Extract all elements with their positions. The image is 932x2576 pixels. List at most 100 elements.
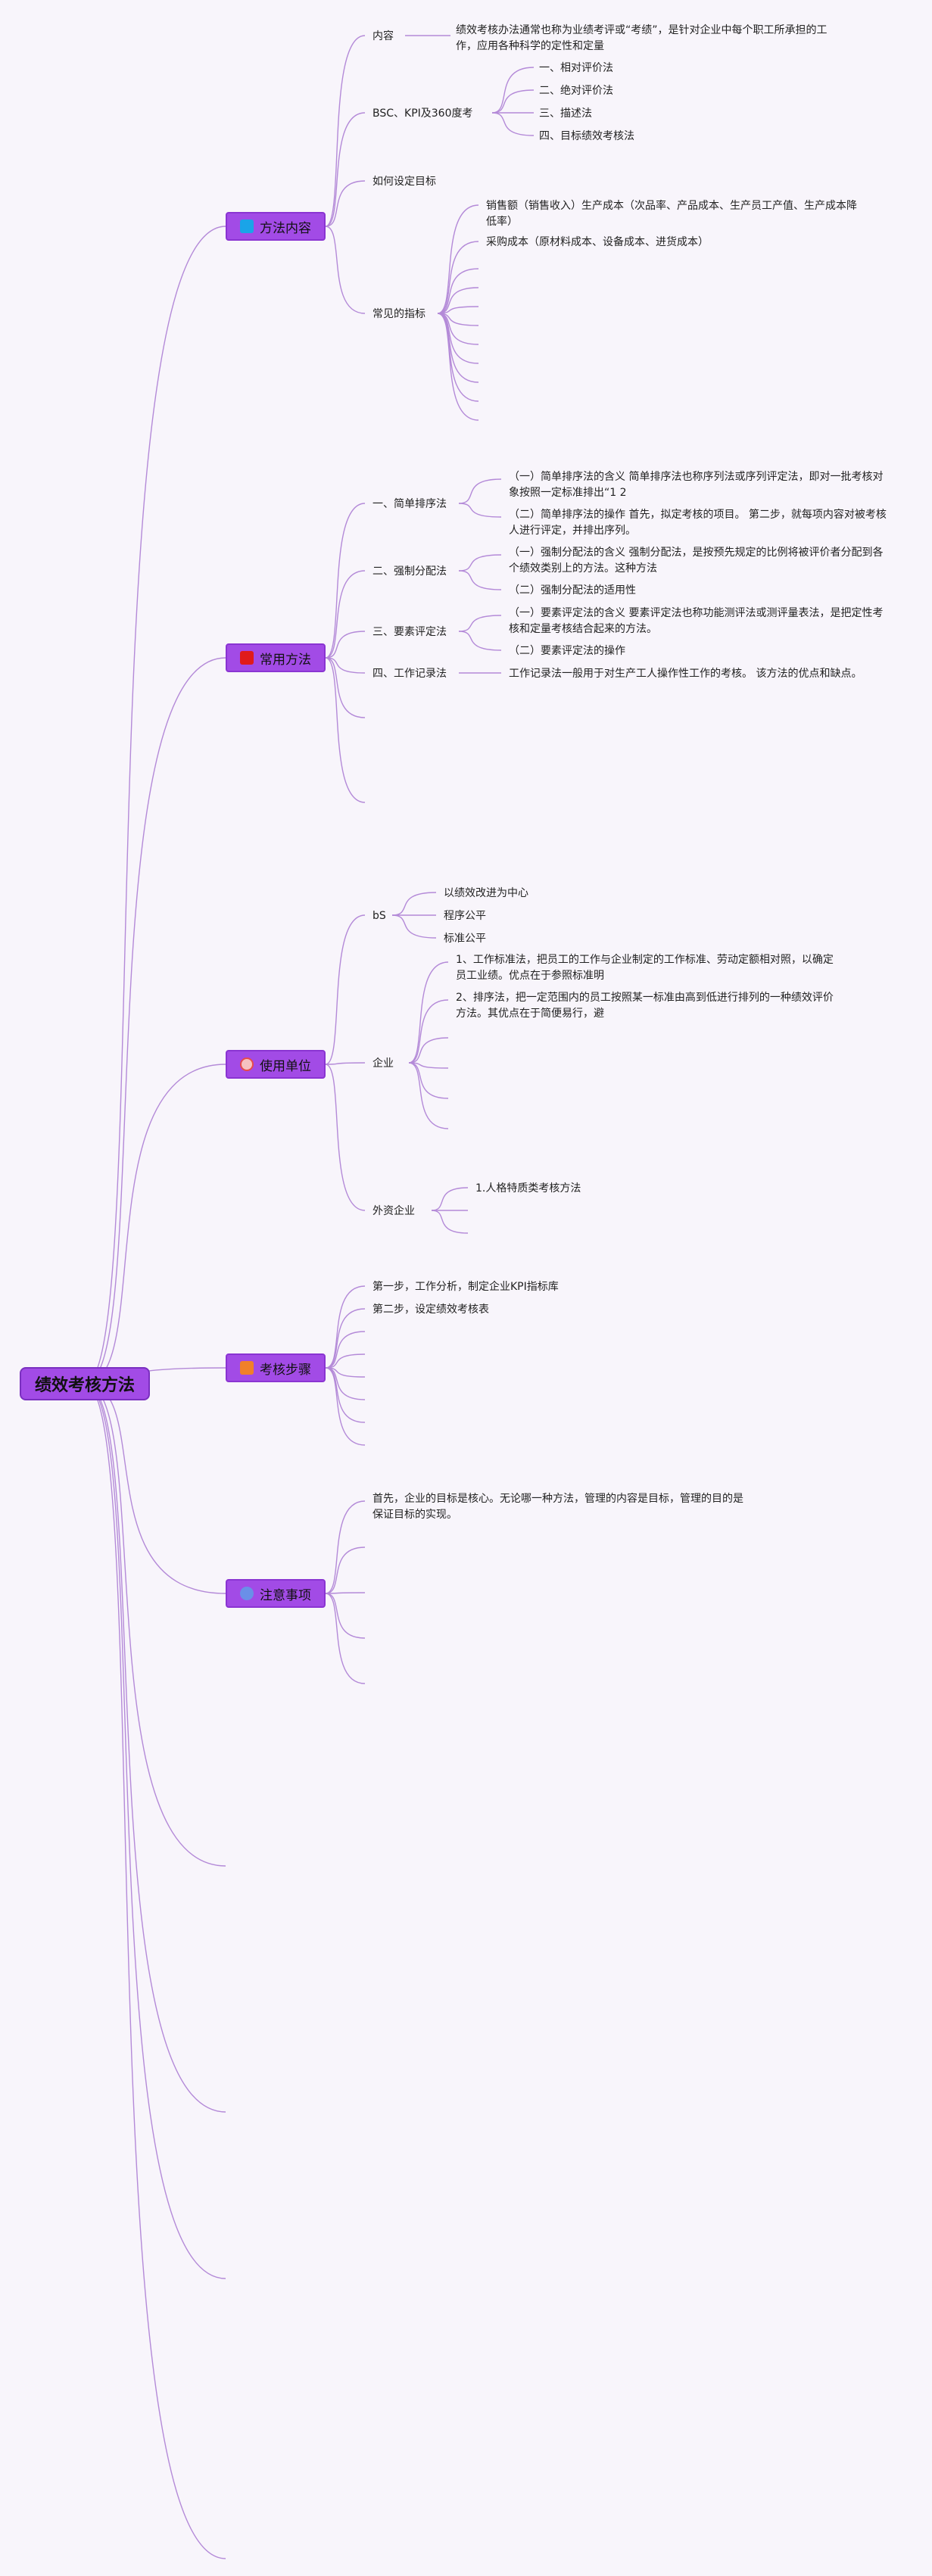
topic-common-methods[interactable]: 常用方法 — [226, 643, 326, 672]
topic-method-content[interactable]: 方法内容 — [226, 212, 326, 241]
connector — [437, 313, 479, 421]
connector — [437, 241, 479, 314]
root-connector — [84, 1383, 226, 1594]
node-forced-distribution[interactable]: 二、强制分配法 — [372, 565, 447, 578]
connector — [325, 1593, 366, 1639]
connector — [325, 1500, 366, 1594]
connector — [458, 570, 502, 590]
node-foreign-enterprise[interactable]: 外资企业 — [372, 1205, 415, 1217]
connector — [325, 1331, 366, 1369]
topic-steps[interactable]: 考核步骤 — [226, 1353, 326, 1382]
connector — [408, 1062, 449, 1069]
root-connector — [84, 1383, 226, 2559]
topic-label: 考核步骤 — [260, 1362, 311, 1378]
node-content-text[interactable]: 绩效考核办法通常也称为业绩考评或“考绩”，是针对企业中每个职工所承担的工作，应用… — [456, 24, 828, 52]
node-indicator-purchase[interactable]: 采购成本（原材料成本、设备成本、进货成本） — [486, 236, 709, 248]
connector — [437, 204, 479, 314]
topic-users[interactable]: 使用单位 — [226, 1050, 326, 1079]
node-foreign-enterprise-1[interactable]: 1.人格特质类考核方法 — [475, 1182, 581, 1195]
node-bsc-item[interactable]: 二、绝对评价法 — [539, 85, 613, 97]
node-bsc-item[interactable]: 三、描述法 — [539, 107, 592, 120]
connector — [491, 67, 535, 114]
connector — [458, 631, 502, 651]
connector — [391, 914, 437, 939]
topic-label: 方法内容 — [260, 220, 311, 236]
root-connector — [84, 1383, 226, 2279]
connector — [431, 1187, 469, 1211]
node-bs-item[interactable]: 程序公平 — [444, 910, 486, 922]
connector — [458, 615, 502, 632]
connector — [325, 180, 366, 227]
connector — [408, 1037, 449, 1064]
connector — [325, 1367, 366, 1378]
connector — [458, 554, 502, 572]
connector — [458, 503, 502, 518]
connector — [325, 570, 366, 659]
topic-label: 使用单位 — [260, 1058, 311, 1074]
node-factor-rating-2[interactable]: （二）要素评定法的操作 — [509, 645, 625, 657]
node-factor-rating-1[interactable]: （一）要素评定法的含义 要素评定法也称功能测评法或测评量表法，是把定性考核和定量… — [509, 607, 884, 635]
connector — [408, 999, 449, 1064]
node-bsc-item[interactable]: 一、相对评价法 — [539, 62, 613, 74]
node-indicators[interactable]: 常见的指标 — [372, 308, 425, 320]
connector — [325, 226, 366, 314]
connector — [491, 112, 535, 136]
node-simple-ranking-1[interactable]: （一）简单排序法的含义 简单排序法也称序列法或序列评定法，即对一批考核对象按照一… — [509, 471, 884, 499]
connector — [431, 1210, 469, 1234]
connector — [491, 89, 535, 114]
node-step-2[interactable]: 第二步，设定绩效考核表 — [372, 1304, 489, 1316]
node-enterprise-2[interactable]: 2、排序法，把一定范围内的员工按照某一标准由高到低进行排列的一种绩效评价方法。其… — [456, 992, 834, 1020]
root-connector — [84, 1064, 226, 1385]
node-forced-distribution-1[interactable]: （一）强制分配法的含义 强制分配法，是按预先规定的比例将被评价者分配到各个绩效类… — [509, 547, 884, 575]
connector — [325, 914, 366, 1065]
connector — [325, 1547, 366, 1594]
connector — [325, 112, 366, 227]
topic-label: 常用方法 — [260, 652, 311, 668]
root-node[interactable]: 绩效考核方法 — [20, 1367, 150, 1400]
node-simple-ranking[interactable]: 一、简单排序法 — [372, 498, 447, 510]
node-work-record-1[interactable]: 工作记录法一般用于对生产工人操作性工作的考核。 该方法的优点和缺点。 — [509, 668, 862, 680]
connector — [408, 1062, 449, 1129]
node-bsc-item[interactable]: 四、目标绩效考核法 — [539, 130, 634, 142]
alarm-icon — [240, 1057, 254, 1071]
node-bsc[interactable]: BSC、KPI及360度考 — [372, 107, 473, 120]
square-icon — [240, 220, 254, 233]
root-connector — [84, 226, 226, 1385]
node-forced-distribution-2[interactable]: （二）强制分配法的适用性 — [509, 584, 636, 596]
connector — [325, 1367, 366, 1446]
connector — [325, 631, 366, 659]
node-set-goals[interactable]: 如何设定目标 — [372, 176, 436, 188]
node-work-record[interactable]: 四、工作记录法 — [372, 668, 447, 680]
connector — [437, 268, 479, 314]
pencil-icon — [240, 1361, 254, 1375]
connector — [408, 961, 449, 1064]
connector — [325, 1064, 366, 1211]
node-enterprise-1[interactable]: 1、工作标准法，把员工的工作与企业制定的工作标准、劳动定额相对照，以确定员工业绩… — [456, 954, 834, 982]
node-factor-rating[interactable]: 三、要素评定法 — [372, 626, 447, 638]
connector — [437, 313, 479, 402]
connector — [458, 478, 502, 504]
node-note-1[interactable]: 首先，企业的目标是核心。无论哪一种方法，管理的内容是目标，管理的目的是保证目标的… — [372, 1493, 743, 1521]
connector — [325, 1367, 366, 1400]
connector — [437, 287, 479, 314]
connector — [391, 892, 437, 916]
connector — [325, 657, 366, 803]
node-indicator-sales[interactable]: 销售额（销售收入）生产成本（次品率、产品成本、生产员工产值、生产成本降低率） — [486, 200, 857, 228]
node-bs-item[interactable]: 标准公平 — [444, 933, 486, 945]
node-bs[interactable]: bS — [372, 910, 386, 922]
topic-notes[interactable]: 注意事项 — [226, 1579, 326, 1608]
connector — [325, 1062, 366, 1065]
node-simple-ranking-2[interactable]: （二）简单排序法的操作 首先，拟定考核的项目。 第二步，就每项内容对被考核人进行… — [509, 509, 887, 537]
node-content[interactable]: 内容 — [372, 30, 394, 42]
connector — [325, 1308, 366, 1369]
root-label: 绩效考核方法 — [34, 1376, 135, 1395]
root-connector — [84, 1383, 226, 1867]
connector — [437, 313, 479, 364]
connector — [408, 1062, 449, 1099]
connector — [325, 657, 366, 718]
node-step-1[interactable]: 第一步，工作分析，制定企业KPI指标库 — [372, 1281, 559, 1293]
node-enterprise[interactable]: 企业 — [372, 1057, 394, 1070]
root-connector — [84, 1383, 226, 2113]
node-bs-item[interactable]: 以绩效改进为中心 — [444, 887, 528, 899]
